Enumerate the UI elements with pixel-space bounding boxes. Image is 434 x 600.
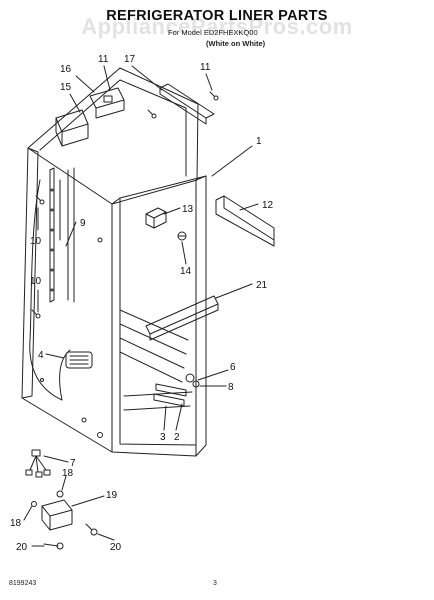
color-variant: (White on White) xyxy=(206,39,266,48)
page-number: 3 xyxy=(213,580,217,587)
trim-bracket xyxy=(215,195,275,247)
callout-20-left: 20 xyxy=(16,542,28,553)
callout-labels: 1 2 3 4 6 7 8 9 10 10 11 11 12 13 14 15 … xyxy=(10,54,274,553)
callout-2: 2 xyxy=(174,432,180,443)
callout-10-upper: 10 xyxy=(30,236,42,247)
switch-housing xyxy=(31,490,73,531)
callout-18-lower: 18 xyxy=(10,518,22,529)
callout-10-lower: 10 xyxy=(30,276,42,287)
callout-14: 14 xyxy=(180,266,192,277)
callout-7: 7 xyxy=(70,458,76,469)
callout-19: 19 xyxy=(106,490,118,501)
page-title: REFRIGERATOR LINER PARTS xyxy=(106,8,328,24)
callout-20-right: 20 xyxy=(110,542,122,553)
callout-3: 3 xyxy=(160,432,166,443)
screw-10-11 xyxy=(31,91,219,319)
callout-18-upper: 18 xyxy=(62,468,74,479)
vertical-rail xyxy=(49,167,55,303)
leader-lines xyxy=(23,65,259,547)
callout-15: 15 xyxy=(60,82,72,93)
callout-16: 16 xyxy=(60,64,72,75)
callout-9: 9 xyxy=(80,218,86,229)
callout-6: 6 xyxy=(230,362,236,373)
document-number: 8199243 xyxy=(9,580,37,587)
callout-17: 17 xyxy=(124,54,136,65)
callout-11-right: 11 xyxy=(200,62,211,73)
wire-harness xyxy=(25,449,51,478)
model-line: For Model ED2FHEXKQ00 xyxy=(168,28,258,37)
screw-20 xyxy=(43,523,98,550)
liner-cabinet xyxy=(21,67,207,457)
lower-bracket xyxy=(153,373,200,407)
callout-21: 21 xyxy=(256,280,268,291)
callout-1: 1 xyxy=(256,136,262,147)
screw-14 xyxy=(177,231,187,241)
small-bracket xyxy=(145,207,167,229)
callout-11-left: 11 xyxy=(98,54,109,65)
callout-12: 12 xyxy=(262,200,274,211)
callout-8: 8 xyxy=(228,382,234,393)
shelf-support xyxy=(145,295,219,341)
control-housing xyxy=(55,87,125,147)
top-trim-strip xyxy=(159,83,215,125)
callout-13: 13 xyxy=(182,204,194,215)
callout-4: 4 xyxy=(38,350,44,361)
lamp-assembly xyxy=(65,351,93,369)
